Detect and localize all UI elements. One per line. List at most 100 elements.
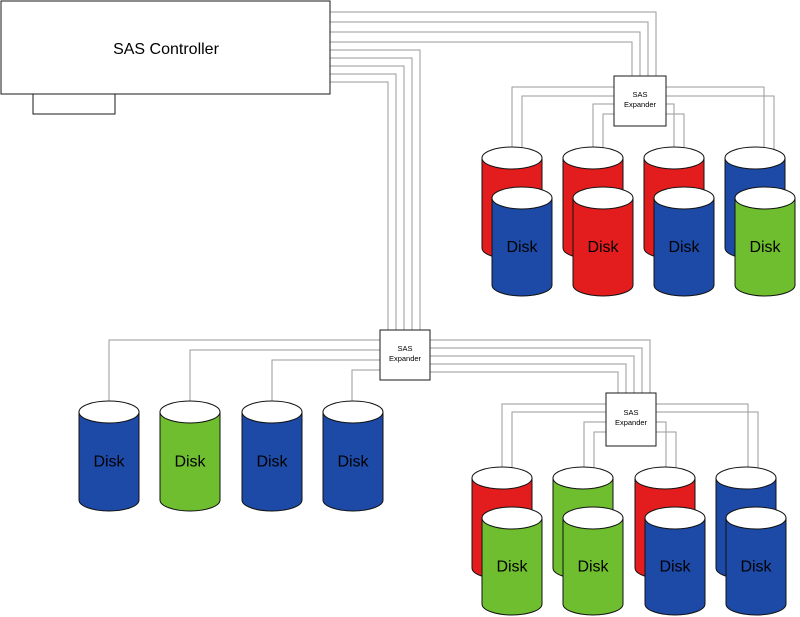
- cable: [430, 339, 651, 393]
- disk: Disk: [491, 186, 553, 297]
- disk-group-middle: Disk Disk Disk Disk: [78, 400, 384, 512]
- disk-label: Disk: [506, 239, 538, 256]
- cable: [583, 421, 606, 476]
- controller-to-top-expander-cables: [330, 11, 657, 76]
- disk-body: [653, 197, 715, 297]
- disk-body: [481, 517, 543, 616]
- disk-top: [725, 506, 787, 530]
- disk: Disk: [481, 506, 543, 616]
- cable: [330, 49, 421, 330]
- expander-label-line1: SAS: [397, 344, 412, 353]
- expander-box: [605, 392, 657, 447]
- disk-top: [159, 400, 221, 424]
- cable: [656, 421, 667, 476]
- disk-label: Disk: [93, 454, 125, 471]
- cable: [511, 86, 614, 158]
- expander-label-line2: Expander: [389, 354, 422, 363]
- disk: Disk: [644, 506, 706, 616]
- disk-label: Disk: [659, 558, 691, 575]
- disk-top: [552, 466, 614, 490]
- disk: Disk: [572, 186, 634, 297]
- disk-label: Disk: [740, 558, 772, 575]
- cable: [330, 81, 389, 330]
- cable: [108, 339, 380, 404]
- disk-top: [481, 146, 543, 170]
- disk: Disk: [725, 506, 787, 616]
- disk-top: [322, 400, 384, 424]
- disk-top: [644, 506, 706, 530]
- disk: Disk: [562, 506, 624, 616]
- sas-expander-top: SAS Expander: [613, 75, 667, 127]
- cable: [666, 86, 765, 158]
- disk: Disk: [322, 400, 384, 512]
- cable: [330, 21, 649, 76]
- expander-label-line2: Expander: [624, 100, 657, 109]
- disk-top: [562, 506, 624, 530]
- controller-to-middle-expander-cables: [330, 49, 421, 330]
- sas-controller-connector: [32, 93, 116, 115]
- cable: [330, 41, 633, 76]
- expander-box: [379, 329, 431, 381]
- disk: Disk: [734, 186, 796, 297]
- disk-group-bottom: Disk Disk Disk Disk: [471, 466, 787, 616]
- sas-controller-label: SAS Controller: [113, 41, 219, 58]
- cable: [501, 403, 606, 476]
- disk-label: Disk: [749, 239, 781, 256]
- disk-top: [734, 186, 796, 210]
- cable: [351, 369, 380, 404]
- cable: [330, 73, 397, 330]
- expander-box: [613, 75, 667, 127]
- cable: [430, 347, 643, 393]
- disk-top: [481, 506, 543, 530]
- expander-label-line1: SAS: [632, 90, 647, 99]
- disk-body: [725, 517, 787, 616]
- disk-top: [241, 400, 303, 424]
- disk: Disk: [78, 400, 140, 512]
- cable: [656, 403, 749, 476]
- cable: [330, 31, 641, 76]
- middle-expander-disk-cables: [108, 339, 380, 404]
- expander-label-line2: Expander: [615, 418, 648, 427]
- disk-label: Disk: [337, 454, 369, 471]
- cable: [189, 349, 380, 404]
- disk-top: [715, 466, 777, 490]
- cable: [271, 359, 380, 404]
- disk-top: [572, 186, 634, 210]
- disk-label: Disk: [174, 454, 206, 471]
- disk-group-top: Disk Disk Disk Disk: [481, 146, 796, 297]
- disk-top: [634, 466, 696, 490]
- disk-label: Disk: [587, 239, 619, 256]
- disk-body: [322, 411, 384, 512]
- disk-top: [643, 146, 705, 170]
- sas-expander-middle: SAS Expander: [379, 329, 431, 381]
- disk-top: [491, 186, 553, 210]
- disk: Disk: [241, 400, 303, 512]
- disk-top: [78, 400, 140, 424]
- sas-controller: SAS Controller: [0, 0, 331, 115]
- disk-label: Disk: [496, 558, 528, 575]
- disk: Disk: [159, 400, 221, 512]
- sas-expander-bottom: SAS Expander: [605, 392, 657, 447]
- disk-label: Disk: [668, 239, 700, 256]
- cable: [592, 103, 614, 158]
- cable: [666, 103, 675, 158]
- expander-label-line1: SAS: [623, 408, 638, 417]
- cable: [330, 11, 657, 76]
- disk-top: [471, 466, 533, 490]
- disk-top: [724, 146, 786, 170]
- disk-body: [241, 411, 303, 512]
- disk-body: [734, 197, 796, 297]
- disk-body: [78, 411, 140, 512]
- cable: [330, 57, 413, 330]
- sas-controller-box: [0, 0, 331, 95]
- disk-body: [572, 197, 634, 297]
- cable: [430, 363, 627, 393]
- disk-body: [562, 517, 624, 616]
- disk-body: [491, 197, 553, 297]
- disk-label: Disk: [256, 454, 288, 471]
- disk-top: [562, 146, 624, 170]
- cable: [430, 355, 635, 393]
- disk-label: Disk: [577, 558, 609, 575]
- middle-to-bottom-expander-cables: [430, 339, 651, 393]
